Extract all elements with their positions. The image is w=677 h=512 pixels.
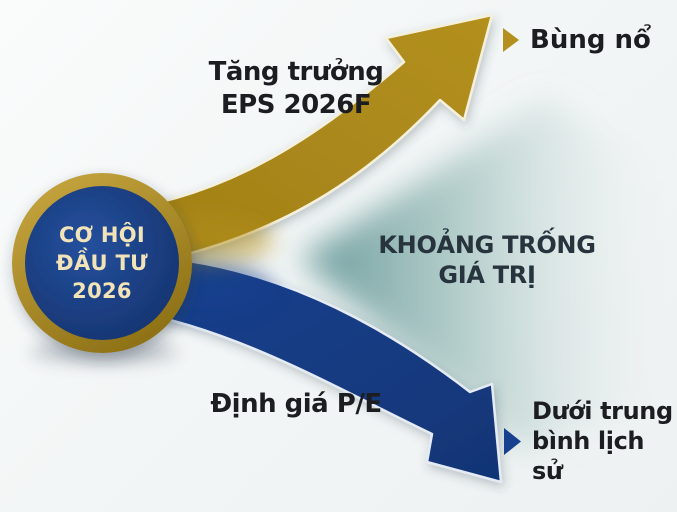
value-gap-label-line2: GIÁ TRỊ	[438, 261, 536, 289]
below-average-outcome: Dưới trung bình lịch sử	[504, 396, 677, 486]
value-gap-label-line1: KHOẢNG TRỐNG	[378, 231, 596, 259]
hub-label: CƠ HỘI ĐẦU TƯ 2026	[22, 190, 182, 336]
hub-face	[25, 186, 179, 340]
below-average-outcome-line1: Dưới trung	[532, 397, 673, 425]
below-average-outcome-label: Dưới trung bình lịch sử	[532, 396, 677, 486]
boom-outcome-label: Bùng nổ	[530, 25, 651, 55]
hub-label-line2: ĐẦU TƯ	[56, 251, 148, 275]
value-gap-gradient-cone	[300, 100, 668, 452]
boom-outcome: Bùng nổ	[503, 24, 651, 56]
blue-triangle-bullet-icon	[504, 427, 521, 455]
gold-triangle-bullet-icon	[503, 28, 519, 52]
valuation-branch-label: Định giá P/E	[171, 388, 421, 421]
hub-circle	[12, 173, 192, 353]
hub-label-line3: 2026	[72, 279, 132, 303]
growth-branch-label: Tăng trưởng EPS 2026F	[171, 56, 421, 122]
growth-branch-label-line2: EPS 2026F	[220, 90, 372, 120]
value-gap-label: KHOẢNG TRỐNG GIÁ TRỊ	[356, 230, 618, 290]
below-average-outcome-line2: bình lịch sử	[532, 427, 645, 485]
valuation-branch-label-text: Định giá P/E	[210, 389, 382, 419]
growth-branch-label-line1: Tăng trưởng	[208, 57, 384, 87]
hub-label-line1: CƠ HỘI	[58, 223, 146, 247]
